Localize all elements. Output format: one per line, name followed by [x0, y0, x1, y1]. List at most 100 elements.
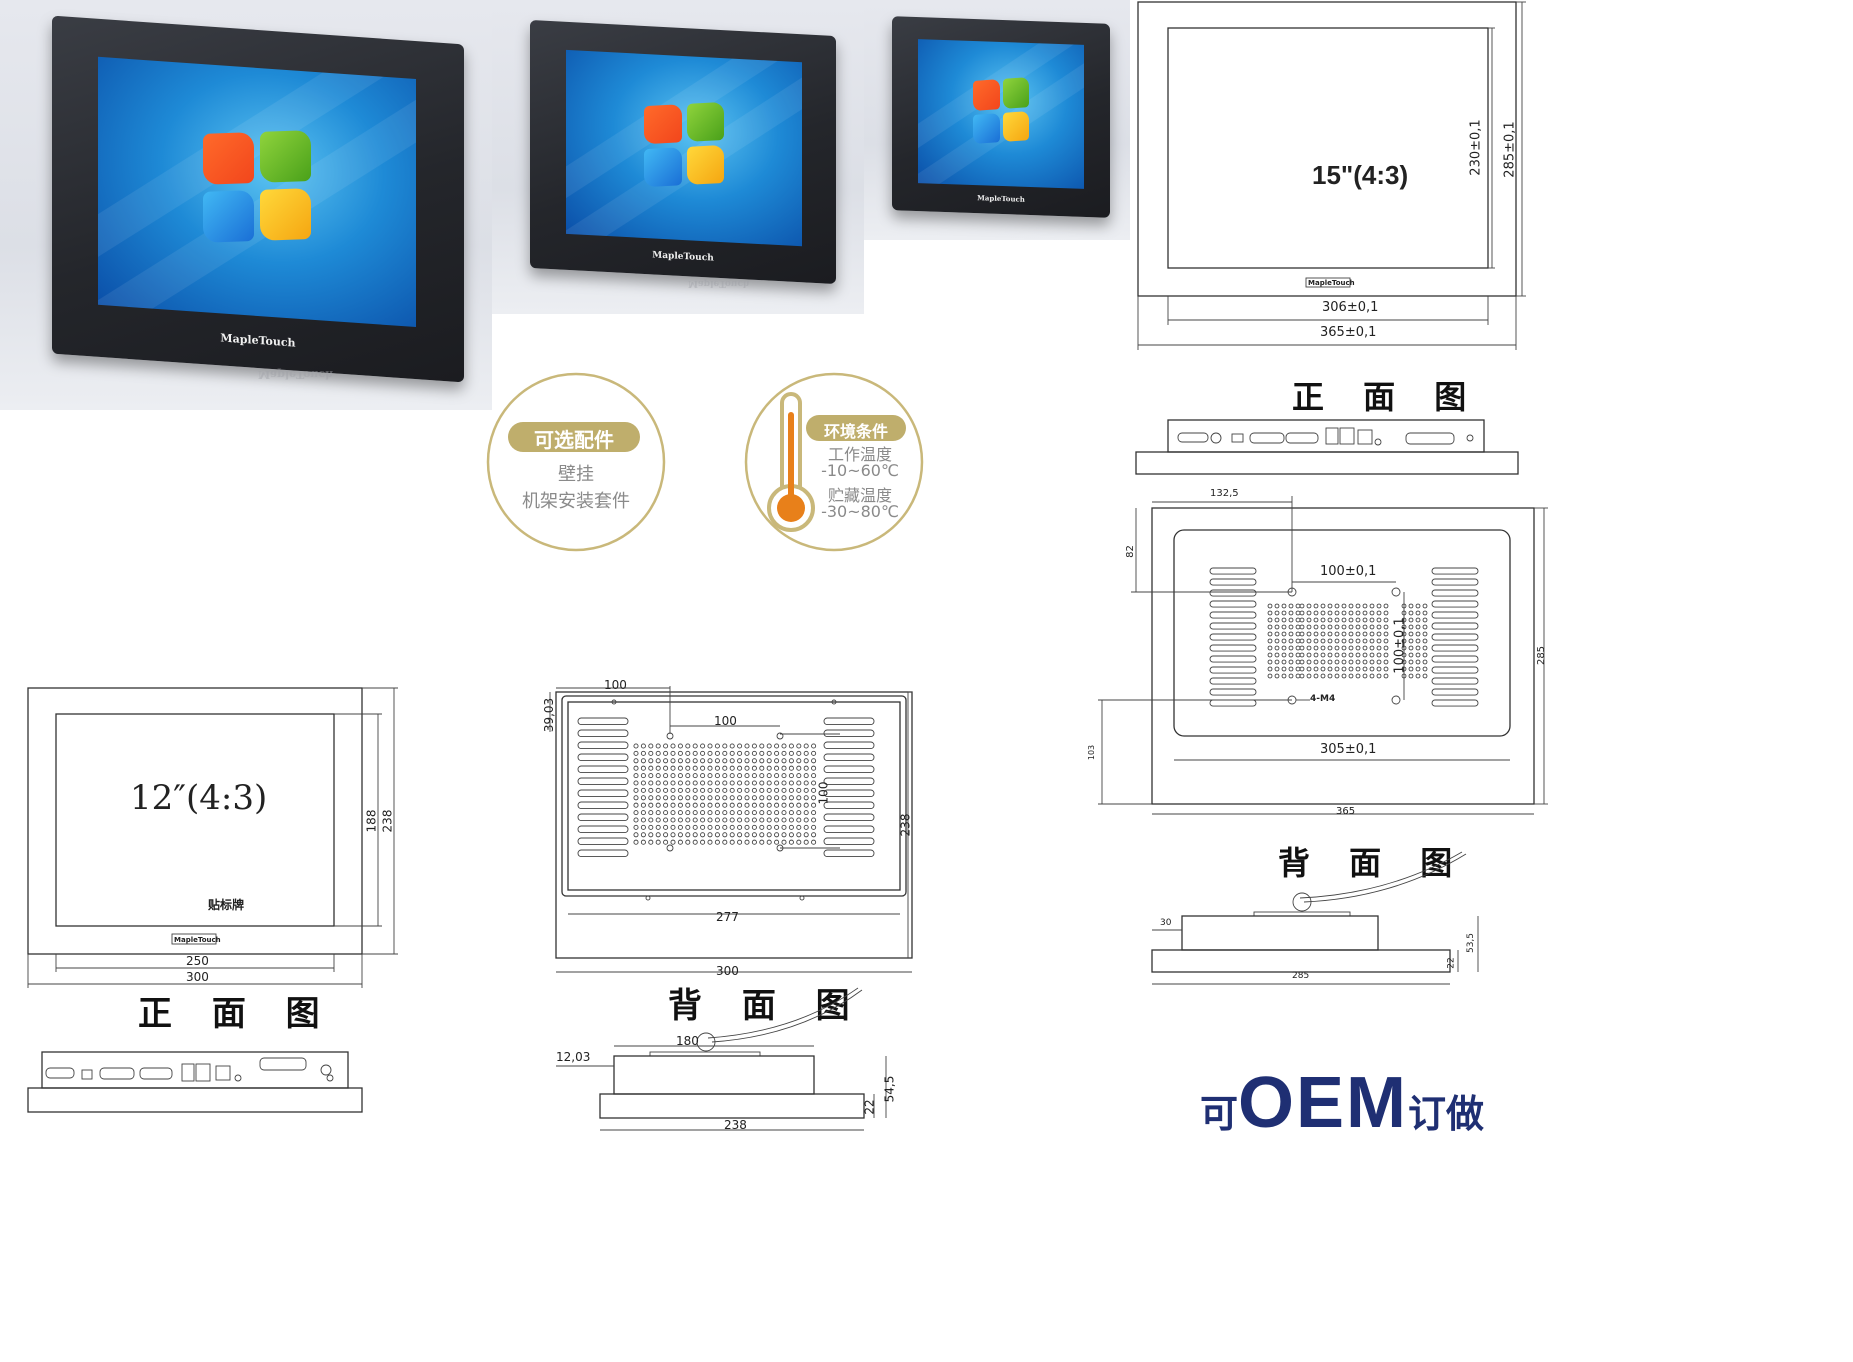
perforation-hole — [692, 832, 698, 838]
perforation-hole — [700, 817, 706, 823]
perforation-hole — [1327, 659, 1333, 665]
perforation-hole — [1267, 659, 1273, 665]
monitor-screen — [566, 49, 802, 247]
perforation-hole — [788, 765, 794, 771]
perforation-hole — [774, 817, 780, 823]
perforation-hole — [1362, 659, 1368, 665]
perforation-hole — [1295, 659, 1301, 665]
perforation-hole — [1274, 617, 1280, 623]
perforation-hole — [1281, 666, 1287, 672]
perforation-hole — [655, 765, 661, 771]
dim-15-front-height-outer: 285±0,1 — [1502, 121, 1518, 178]
perforation-hole — [1320, 610, 1326, 616]
perforation-hole — [796, 750, 802, 756]
vent-slot — [823, 729, 875, 738]
perforation-hole — [1408, 638, 1414, 644]
perforation-hole — [1376, 638, 1382, 644]
perforation-hole — [751, 773, 757, 779]
perforation-hole — [1299, 638, 1305, 644]
perforation-hole — [759, 787, 765, 793]
perforation-hole — [655, 832, 661, 838]
perforation-hole — [1267, 638, 1273, 644]
perforation-hole — [796, 758, 802, 764]
perforation-hole — [692, 810, 698, 816]
perforation-hole — [1348, 617, 1354, 623]
perforation-hole — [788, 780, 794, 786]
perforation-hole — [1320, 631, 1326, 637]
vent-slot — [823, 717, 875, 726]
perforation-hole — [751, 839, 757, 845]
oem-big: OEM — [1238, 1063, 1409, 1143]
perforation-hole — [677, 832, 683, 838]
perforation-hole — [1401, 624, 1407, 630]
perforation-hole — [1422, 638, 1428, 644]
perforation-hole — [1334, 603, 1340, 609]
perforation-hole — [774, 780, 780, 786]
perforation-hole — [1362, 631, 1368, 637]
perforation-hole — [692, 839, 698, 845]
perforation-hole — [692, 765, 698, 771]
perforation-hole — [648, 743, 654, 749]
perforation-hole — [744, 750, 750, 756]
dim-12-side-width-top: 180 — [676, 1034, 699, 1048]
perforation-hole — [1415, 652, 1421, 658]
perforation-hole — [685, 795, 691, 801]
perforation-hole — [1267, 610, 1273, 616]
perforation-hole — [1401, 638, 1407, 644]
perforation-hole — [1341, 624, 1347, 630]
perforation-hole — [1274, 645, 1280, 651]
perforation-hole — [1281, 638, 1287, 644]
perforation-hole — [648, 765, 654, 771]
perforation-hole — [722, 810, 728, 816]
perforation-hole — [1281, 652, 1287, 658]
vent-slot — [577, 765, 629, 774]
perforation-hole — [1313, 617, 1319, 623]
perforation-hole — [796, 839, 802, 845]
perforation-hole — [774, 758, 780, 764]
vent-slot — [823, 753, 875, 762]
dim-15-side-base: 22 — [1446, 957, 1457, 969]
environment-badge-line: 贮藏温度 — [827, 486, 892, 505]
perforation-hole — [714, 743, 720, 749]
perforation-hole — [774, 787, 780, 793]
perforation-hole — [1306, 673, 1312, 679]
perforation-hole — [759, 765, 765, 771]
perforation-hole — [788, 750, 794, 756]
perforation-hole — [1267, 603, 1273, 609]
vent-slot — [1209, 600, 1257, 608]
perforation-hole — [707, 780, 713, 786]
dim-15-side-width: 285 — [1292, 971, 1310, 981]
perforation-hole — [1341, 631, 1347, 637]
perforation-hole — [1348, 610, 1354, 616]
vent-slot — [577, 777, 629, 786]
perforation-hole — [1320, 603, 1326, 609]
vent-slot — [577, 789, 629, 798]
dim-12-side-offset: 12,03 — [556, 1050, 591, 1064]
perforation-hole — [1376, 666, 1382, 672]
perforation-hole — [796, 810, 802, 816]
perforation-hole — [1274, 603, 1280, 609]
connector-panel-15 — [1135, 419, 1519, 475]
perforation-hole — [751, 824, 757, 830]
perforation-hole — [1267, 624, 1273, 630]
product-photo-large: MapleTouch MapleTouch — [0, 0, 492, 410]
drawing-15-back-lines — [1098, 496, 1548, 815]
thermometer-icon — [767, 392, 815, 532]
perforation-hole — [722, 750, 728, 756]
perforation-hole — [685, 743, 691, 749]
perforation-hole — [722, 817, 728, 823]
perforation-hole — [1313, 659, 1319, 665]
perforation-hole — [700, 750, 706, 756]
drawing-12-front-title: 正 面 图 — [138, 994, 334, 1034]
perforation-hole — [737, 824, 743, 830]
perforation-hole — [1362, 624, 1368, 630]
perforation-hole — [1415, 638, 1421, 644]
perforation-hole — [759, 780, 765, 786]
perforation-hole — [1408, 659, 1414, 665]
perforation-hole — [1327, 610, 1333, 616]
perforation-hole — [1288, 603, 1294, 609]
perforation-hole — [1415, 624, 1421, 630]
perforation-hole — [737, 758, 743, 764]
perforation-hole — [655, 780, 661, 786]
perforation-hole — [1348, 603, 1354, 609]
